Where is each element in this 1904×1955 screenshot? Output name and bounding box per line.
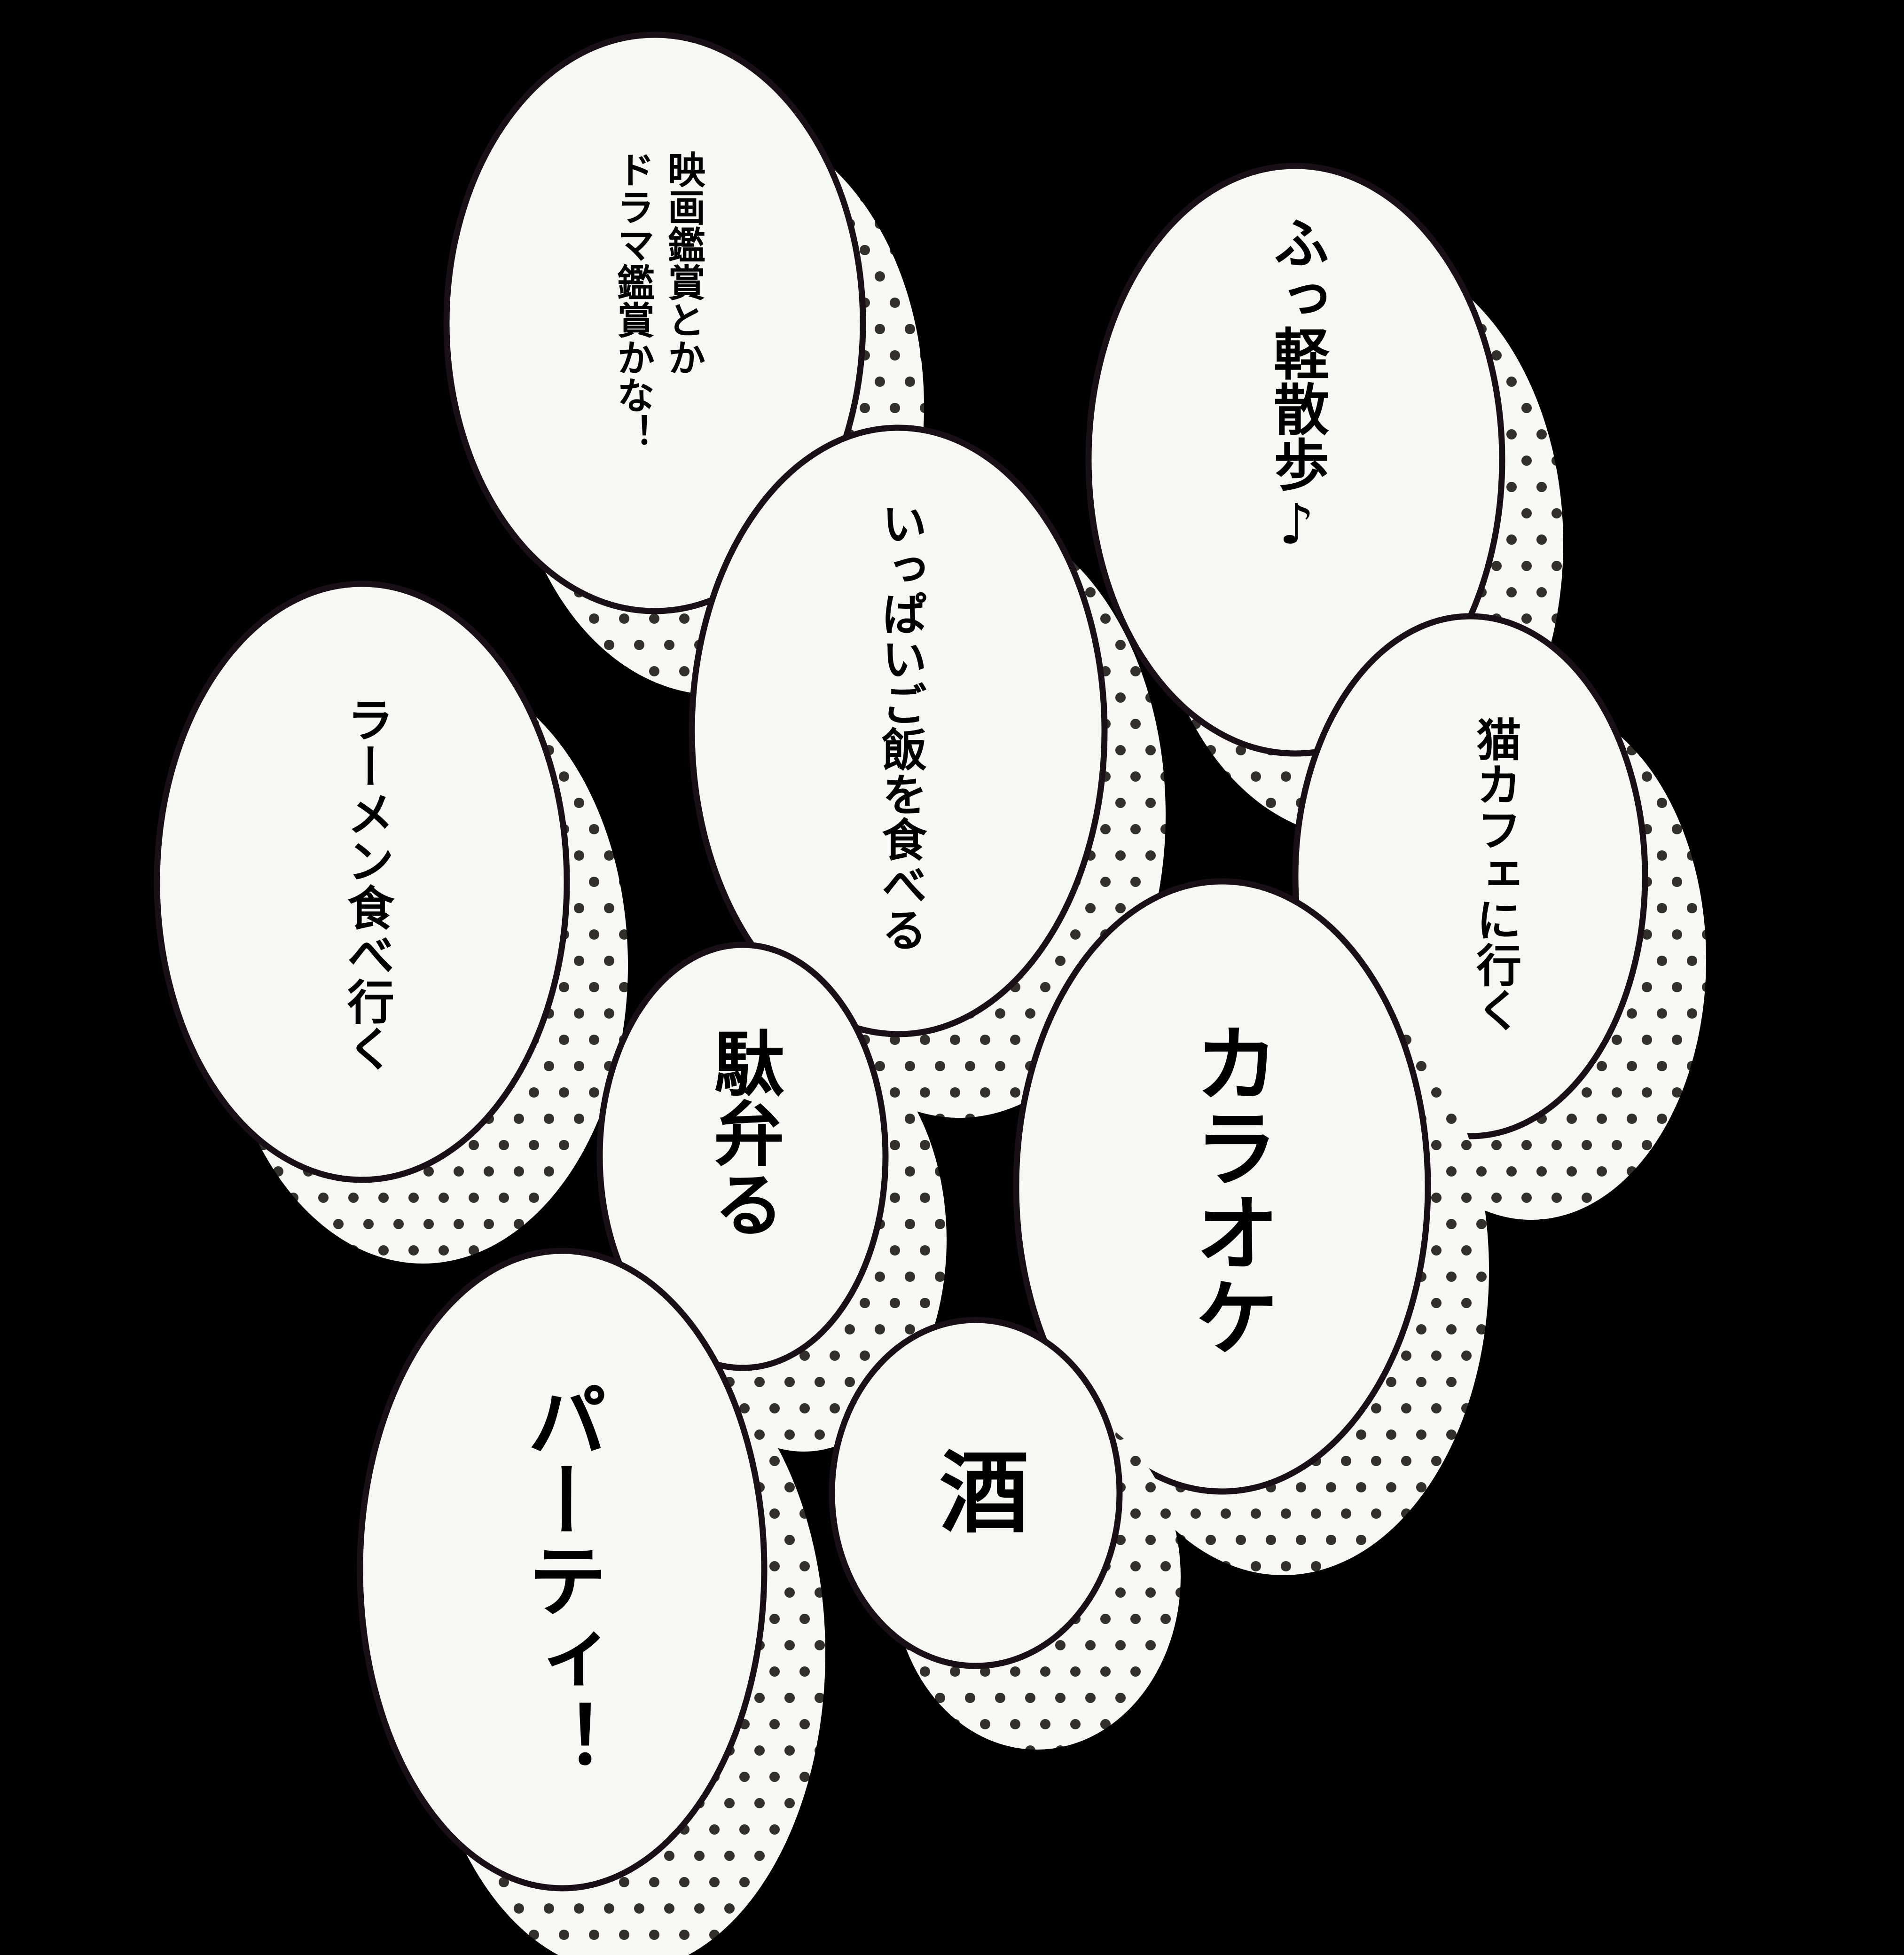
bubble-text-ramen: ラーメン食べ行く: [339, 696, 394, 1072]
speech-bubble-sake: [829, 1317, 1181, 1750]
bubble-body: [357, 1248, 768, 1892]
bubble-body: [1085, 163, 1505, 757]
bubble-body: [829, 1317, 1123, 1669]
bubble-text-karaoke: カラオケ: [1180, 1020, 1278, 1358]
speech-bubble-party: [357, 1248, 825, 1955]
bubble-text-sake: 酒: [924, 1445, 1028, 1535]
bubble-text-rice: いっぱいご飯を食べる: [874, 501, 927, 952]
speech-bubble-chat: [596, 942, 947, 1452]
bubble-body: [443, 31, 866, 614]
bubble-text-chat: 駄弁る: [702, 1027, 784, 1239]
bubble-text-movie: 映画鑑賞とか ドラマ鑑賞かな！: [611, 150, 705, 451]
bubble-text-catcafe: 猫カフェに行く: [1468, 716, 1521, 1032]
bubble-body: [689, 424, 1108, 1037]
speech-bubble-ramen: [154, 581, 628, 1264]
bubble-text-walk: ふっ軽散歩♪: [1264, 214, 1329, 557]
speech-bubble-rice: [689, 424, 1166, 1118]
bubble-body: [596, 942, 889, 1371]
bubble-body: [154, 581, 570, 1183]
speech-bubble-karaoke: [1013, 878, 1489, 1575]
bubble-text-party: パーティ！: [513, 1380, 606, 1779]
bubble-body: [1013, 878, 1431, 1495]
